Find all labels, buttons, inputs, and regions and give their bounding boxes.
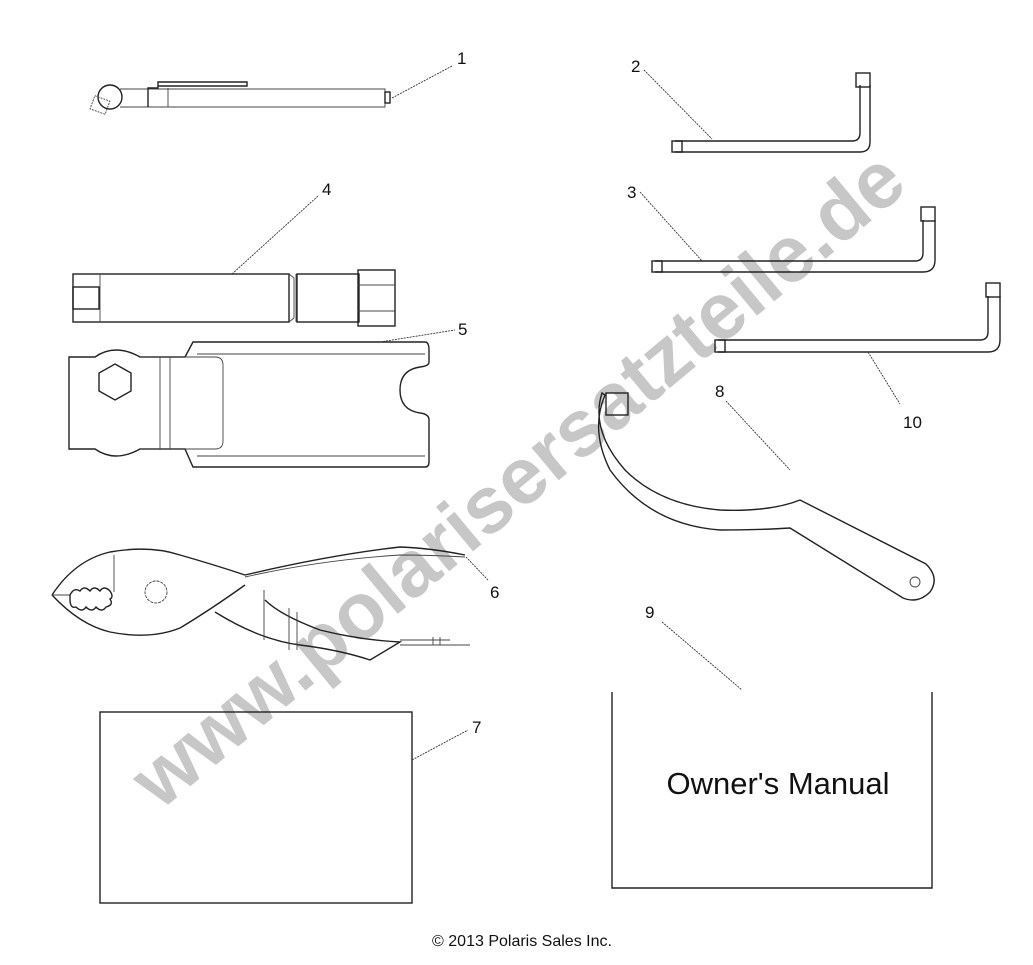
leader-7 bbox=[411, 729, 469, 761]
leader-5 bbox=[379, 329, 456, 343]
part-2-hex-key bbox=[671, 72, 871, 153]
part-3-hex-key bbox=[651, 206, 936, 273]
part-1-tool bbox=[89, 81, 391, 115]
watermark: www.polarisersatzteile.de bbox=[113, 133, 921, 825]
manual-title: Owner's Manual bbox=[666, 766, 889, 801]
part-5-fork-wrench bbox=[68, 341, 430, 468]
leader-3 bbox=[639, 191, 703, 262]
leader-4 bbox=[231, 195, 319, 275]
leader-2 bbox=[643, 69, 713, 140]
leader-1 bbox=[391, 65, 453, 99]
callout-9: 9 bbox=[645, 603, 654, 622]
callout-6: 6 bbox=[490, 583, 499, 602]
part-4-socket-wrench bbox=[72, 269, 396, 327]
leader-6 bbox=[465, 556, 489, 581]
part-9-owners-manual: Owner's Manual bbox=[611, 692, 933, 889]
part-10-hex-key bbox=[714, 282, 1001, 353]
leader-10 bbox=[867, 351, 901, 405]
leader-8 bbox=[725, 400, 791, 471]
callout-10: 10 bbox=[903, 413, 922, 432]
callout-3: 3 bbox=[627, 183, 636, 202]
callout-5: 5 bbox=[458, 320, 467, 339]
part-7-card bbox=[99, 711, 413, 904]
callout-1: 1 bbox=[457, 49, 466, 68]
callout-4: 4 bbox=[322, 180, 331, 199]
part-8-spanner-wrench bbox=[597, 391, 935, 601]
leader-9 bbox=[661, 621, 743, 691]
callout-2: 2 bbox=[631, 57, 640, 76]
copyright-text: © 2013 Polaris Sales Inc. bbox=[432, 933, 612, 950]
part-6-pliers bbox=[51, 546, 470, 661]
callout-7: 7 bbox=[472, 718, 481, 737]
callout-8: 8 bbox=[715, 382, 724, 401]
